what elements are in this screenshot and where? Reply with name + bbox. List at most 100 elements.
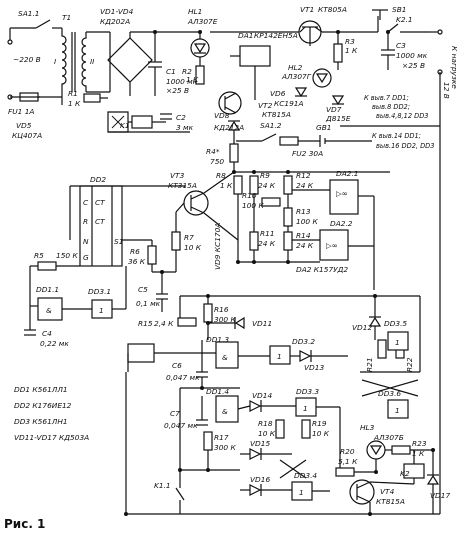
label-r9: R9 (260, 171, 270, 180)
opamp-da22: ▷∞ DA2.2 (319, 219, 353, 261)
label-r7: R7 (184, 233, 194, 242)
resistor-r17: R17 300 К (203, 431, 236, 452)
label-dd36-sym: 1 (395, 406, 400, 415)
label-dd2-ct: CT (95, 198, 105, 207)
label-vt2: VT2 (258, 101, 273, 110)
label-vd13: VD13 (304, 363, 324, 372)
diode-vd8: VD8 КД212А (214, 111, 244, 132)
label-r12: R12 (296, 171, 311, 180)
label-sa12: SA1.2 (260, 121, 282, 130)
resistor-r11: R11 24 К (249, 229, 276, 251)
label-vt2-type: КТ815А (262, 110, 291, 119)
capacitor-c5: C5 0,1 мк (136, 285, 168, 308)
gate-bracket-left (127, 343, 155, 363)
label-vd7-type: Д815Е (325, 114, 351, 123)
label-dd31: DD3.1 (88, 287, 111, 296)
label-dd2-s1: S1 (114, 237, 123, 246)
label-vd1-vd4-type: КД202А (100, 17, 130, 26)
comparator-section: R8 1 К R9 24 К R12 24 К R10 100 К R13 10… (213, 169, 375, 290)
resistor-r7: R7 10 К (171, 231, 202, 252)
gate-dd34: 1 DD3.4 (291, 471, 317, 501)
diode-vd11: VD11 (234, 316, 272, 330)
label-sa11: SA1.1 (18, 9, 40, 18)
label-vd16: VD16 (250, 475, 270, 484)
label-dd34-sym: 1 (299, 488, 304, 497)
opamp-da21: ▷∞ DA2.1 (329, 169, 359, 215)
label-12v: 12 В (442, 82, 451, 99)
label-vd15: VD15 (250, 439, 270, 448)
label-sb1: SB1 (392, 5, 406, 14)
label-r11-value: 24 К (258, 239, 276, 248)
label-vd7: VD7 (326, 105, 342, 114)
transistor-vt2: VT2 КТ815А (218, 91, 291, 119)
label-hl2: HL2 (288, 63, 303, 72)
label-da21: DA2.1 (336, 169, 359, 178)
switch-sa11: SA1.1 (12, 9, 62, 29)
power-supply-section: SA1.1 ~220 В FU1 1А T1 I II VD1-VD (7, 5, 459, 150)
label-hl3-type: АЛ307Б (373, 433, 404, 442)
gate-dd11: & DD1.1 (36, 285, 63, 321)
label-r22: R22 (405, 357, 414, 372)
label-hl3: HL3 (360, 423, 375, 432)
label-r23: R23 (412, 439, 427, 448)
label-c1: C1 (166, 67, 176, 76)
label-r17-value: 300 К (214, 443, 236, 452)
label-vd1-vd4: VD1-VD4 (100, 7, 134, 16)
gate-dd31: 1 DD3.1 (88, 287, 113, 319)
label-vd5: VD5 (16, 121, 32, 130)
transistor-vt1: VT1 КТ805А (298, 5, 347, 46)
label-out2: выв.8 DD2; (372, 103, 410, 111)
label-r14: R14 (296, 231, 311, 240)
label-r3: R3 (345, 37, 355, 46)
gate-dd33: 1 DD3.3 (295, 387, 319, 417)
transistor-vt4: VT4 КТ815А (349, 479, 405, 506)
label-r18: R18 (258, 419, 273, 428)
label-c1-value: 1000 мк (166, 77, 198, 86)
label-t1: T1 (62, 13, 71, 22)
label-k21: K2.1 (396, 15, 413, 24)
label-r8: R8 (216, 171, 226, 180)
label-dd11-sym: & (46, 306, 52, 315)
label-k2: K2 (400, 469, 410, 478)
gate-dd36: 1 DD3.6 (378, 389, 409, 419)
transistor-vt3: VT3 КТ315А (168, 171, 209, 216)
resistor-r2: R2 1 К (182, 65, 205, 85)
label-c3: C3 (396, 41, 406, 50)
label-dd35: DD3.5 (384, 319, 407, 328)
label-da1: DA1 (238, 31, 253, 40)
label-r6-value: 36 К (128, 257, 146, 266)
label-vd8-type: КД212А (214, 123, 244, 132)
label-gb1: GB1 (316, 123, 332, 132)
label-vd6-type: КС191А (274, 99, 304, 108)
label-r1: R1 (68, 89, 78, 98)
relay-contact-k11: K1.1 (154, 470, 185, 514)
label-da1-type: КР142ЕН5А (254, 31, 298, 40)
capacitor-c1: C1 1000 мк ×25 В (148, 32, 198, 96)
legend-line-4: VD11-VD17 КД503А (14, 433, 89, 442)
label-r20: R20 (340, 447, 355, 456)
resistor-r16: R16 300 К (203, 303, 236, 324)
label-c4: C4 (42, 329, 52, 338)
label-dd2-n: N (83, 237, 89, 246)
label-dd11: DD1.1 (36, 285, 59, 294)
label-da21-sym: ▷∞ (336, 189, 348, 198)
diode-vd15: VD15 (249, 439, 270, 460)
label-r21: R21 (365, 357, 374, 372)
junction-dots (124, 30, 435, 516)
relay-k2: K2 (400, 463, 425, 479)
bridge-vd1-vd4: VD1-VD4 КД202А (100, 7, 153, 83)
transformer-t1: T1 I II (54, 13, 94, 105)
label-vd11: VD11 (252, 319, 272, 328)
label-c1-voltage: ×25 В (166, 86, 189, 95)
label-out1: К выв.7 DD1; (364, 94, 409, 102)
resistor-r5: R5 150 К (34, 251, 78, 271)
resistor-r4: R4* 750 (206, 143, 239, 166)
label-dd2-ct2: CT (95, 217, 105, 226)
label-r6: R6 (130, 247, 140, 256)
label-vd9: VD9 КС170А (213, 223, 222, 270)
label-dd14: DD1.4 (206, 387, 229, 396)
label-dd35-sym: 1 (395, 338, 400, 347)
gate-dd32: 1 DD3.2 (269, 337, 315, 365)
label-r13: R13 (296, 207, 311, 216)
label-dd33: DD3.3 (296, 387, 319, 396)
